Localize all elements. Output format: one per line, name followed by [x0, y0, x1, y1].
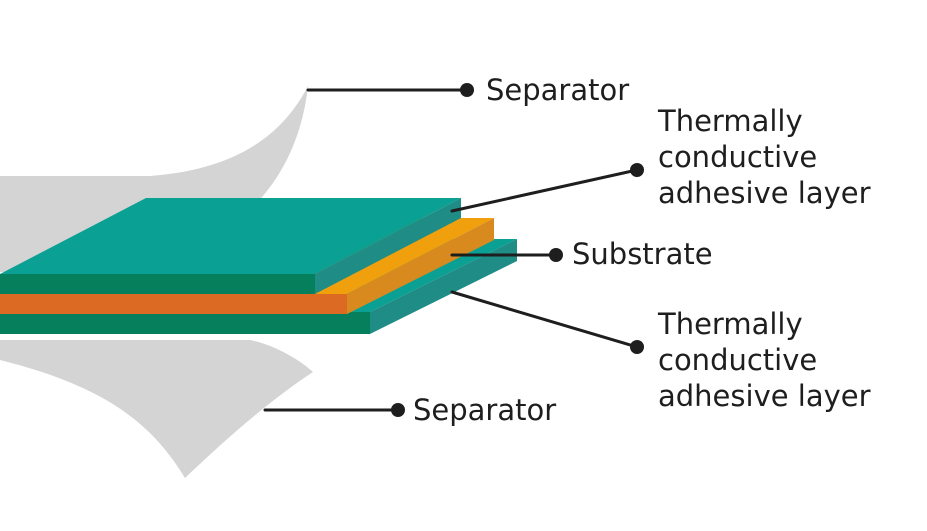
leader-line-adhesive-top [450, 168, 639, 213]
adhesive-top-front-face [0, 274, 315, 294]
label-adhesive-bottom-line-3: adhesive layer [658, 379, 871, 413]
label-adhesive-bottom: Thermally conductive adhesive layer [658, 306, 871, 414]
leader-dot-adhesive-top [630, 163, 644, 177]
leader-dot-separator-bottom [391, 403, 405, 417]
adhesive-top-top-face [0, 198, 461, 274]
adhesive-bottom-side-face [370, 239, 517, 334]
label-adhesive-top-line-3: adhesive layer [658, 176, 871, 210]
label-separator-bottom: Separator [413, 393, 557, 427]
leader-line-adhesive-bottom [450, 290, 639, 349]
leader-dot-adhesive-bottom [630, 340, 644, 354]
label-adhesive-top-line-2: conductive [658, 140, 818, 174]
label-adhesive-bottom-line-2: conductive [658, 343, 818, 377]
label-adhesive-top: Thermally conductive adhesive layer [658, 103, 871, 211]
separator-bottom-film [0, 340, 313, 478]
label-adhesive-top-line-1: Thermally [658, 104, 803, 138]
leader-dot-separator-top [460, 83, 474, 97]
leader-dots [391, 83, 644, 417]
substrate-side-face [347, 218, 494, 314]
label-substrate: Substrate [572, 237, 713, 271]
leader-dot-substrate [549, 248, 563, 262]
adhesive-top-side-face [315, 198, 461, 294]
leader-lines [263, 88, 639, 412]
substrate-front-face [0, 294, 347, 314]
adhesive-bottom-front-face [0, 312, 370, 334]
label-adhesive-bottom-line-1: Thermally [658, 307, 803, 341]
label-separator-top: Separator [486, 73, 630, 107]
